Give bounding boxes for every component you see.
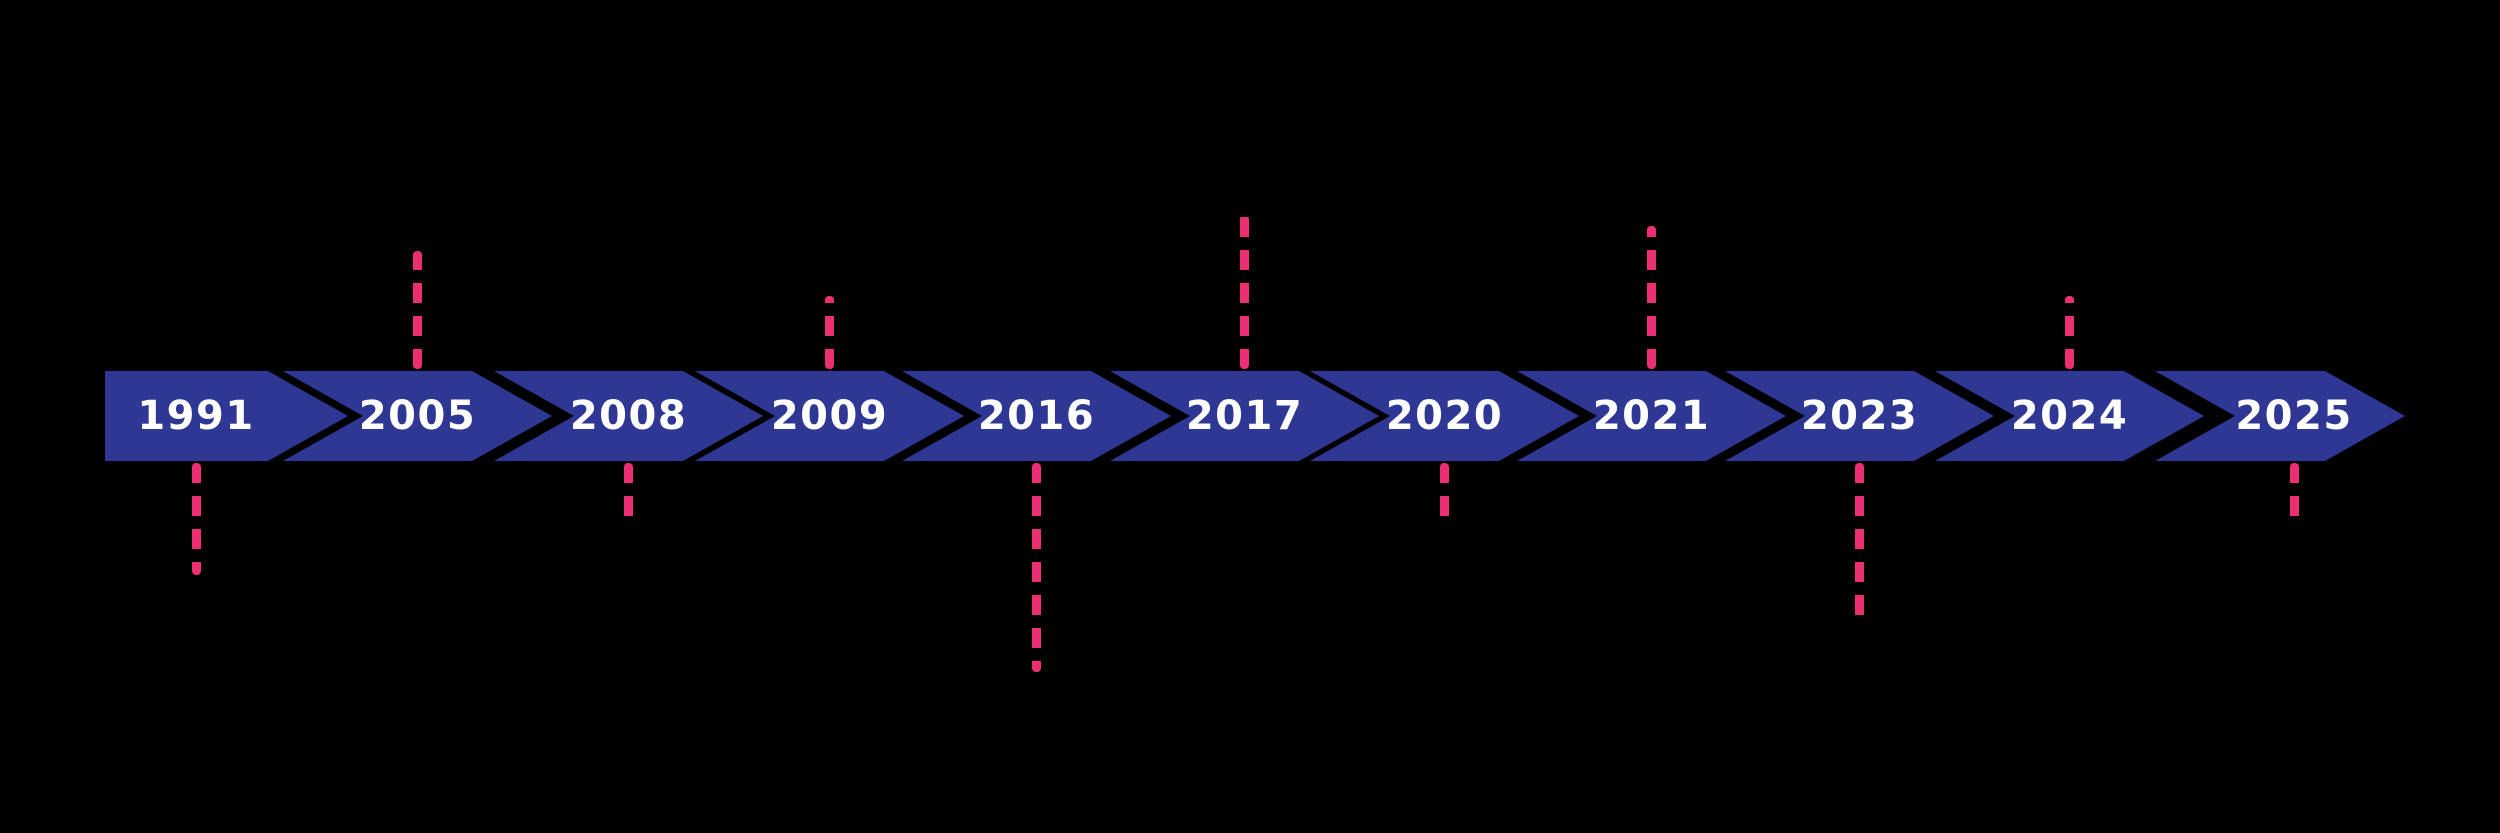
connector-dashed-line-2021 xyxy=(1646,226,1656,369)
connector-dashed-line-2008 xyxy=(623,463,633,524)
year-label-2009: 2009 xyxy=(770,393,889,439)
year-label-2008: 2008 xyxy=(569,393,688,439)
year-label-2020: 2020 xyxy=(1385,393,1504,439)
year-label-2016: 2016 xyxy=(977,393,1096,439)
year-label-2025: 2025 xyxy=(2235,393,2353,439)
connector-dashed-line-2017 xyxy=(1239,215,1249,369)
year-label-2005: 2005 xyxy=(358,393,477,439)
connector-dashed-line-2023 xyxy=(1854,463,1864,626)
year-label-2021: 2021 xyxy=(1592,393,1711,439)
connector-dashed-line-2016 xyxy=(1031,463,1041,672)
connector-dashed-line-1991 xyxy=(191,463,201,575)
connector-dashed-line-2005 xyxy=(412,251,422,369)
connector-dashed-line-2020 xyxy=(1439,463,1449,525)
connector-dashed-line-2009 xyxy=(824,296,834,369)
connector-dashed-line-2024 xyxy=(2064,296,2074,369)
year-label-1991: 1991 xyxy=(137,393,255,439)
connector-dashed-line-2025 xyxy=(2289,463,2299,523)
year-label-2023: 2023 xyxy=(1800,393,1919,439)
year-label-2024: 2024 xyxy=(2010,393,2129,439)
year-label-2017: 2017 xyxy=(1185,393,1304,439)
